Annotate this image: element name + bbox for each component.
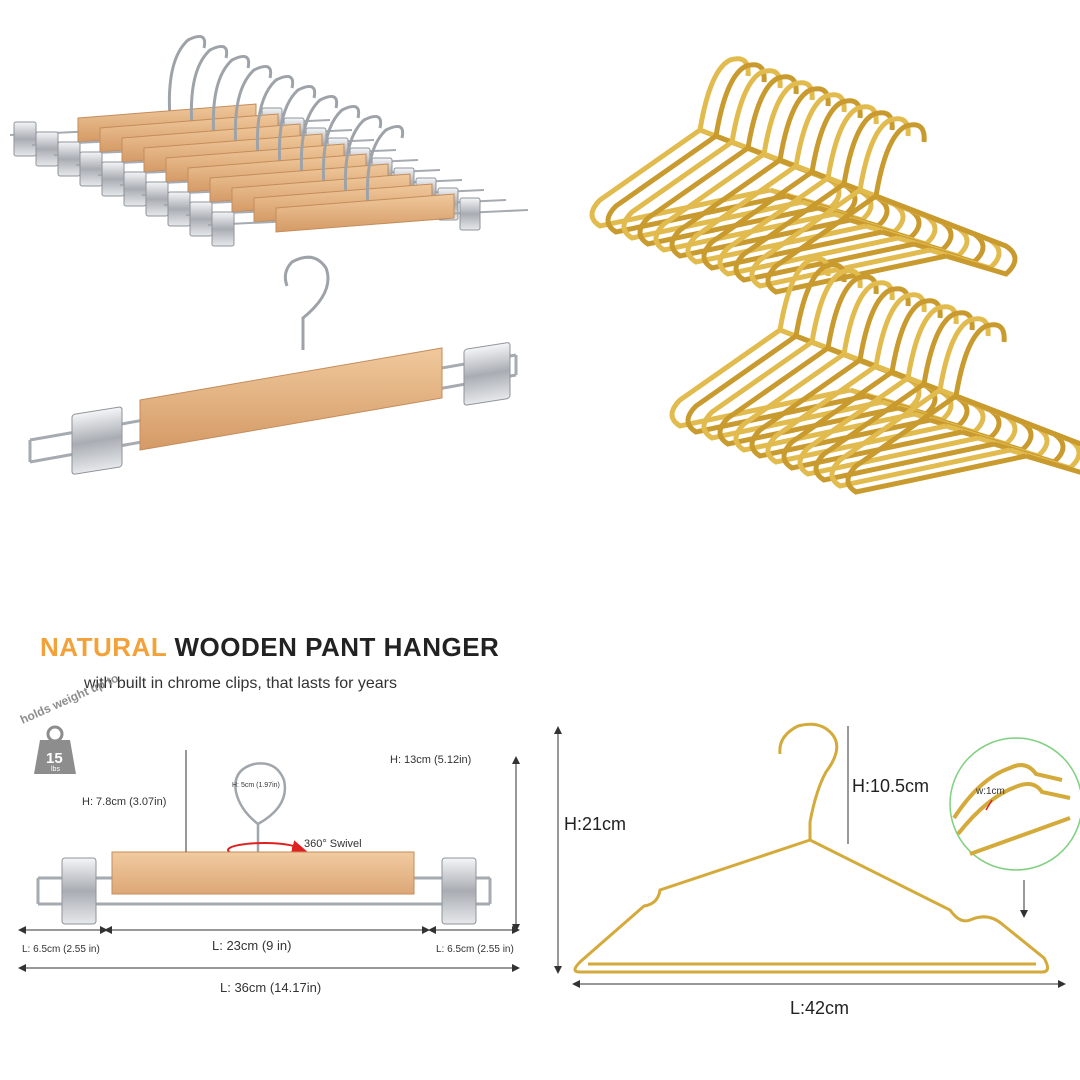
wooden-hangers-photo [0,0,540,540]
gold-hanger-outline [573,722,1049,974]
gold-total-height-label: H:21cm [564,814,627,834]
wooden-bar [111,851,415,895]
wooden-hanger-infographic [0,560,540,1080]
hook [234,762,287,852]
zoom-detail-circle [949,737,1080,871]
gold-hanger-diagram [554,722,1080,988]
wood-hook-height-label: H: 7.8cm (3.07in) [82,796,167,808]
promo-subheadline: with built in chrome clips, that lasts f… [84,675,398,692]
stacked-gold-hanger [845,322,1080,495]
headline-accent: NATURAL [40,632,167,662]
wooden-hanger-diagram [18,725,520,972]
wood-total-height-label: H: 13cm (5.12in) [390,754,472,766]
left-clip [61,857,97,925]
wood-right-clip-length: L: 6.5cm (2.55 in) [436,944,514,955]
stacked-wooden-hanger [207,124,529,247]
weight-icon [34,725,76,774]
wood-bar-length: L: 23cm (9 in) [212,938,292,953]
wood-left-clip-length: L: 6.5cm (2.55 in) [22,944,100,955]
headline-main: WOODEN PANT HANGER [174,632,500,662]
gold-hook-height-label: H:10.5cm [852,776,930,796]
promo-headline: NATURAL WOODEN PANT HANGER [40,632,499,663]
right-clip [441,857,477,925]
wooden-hangers-illustration [9,34,529,475]
zoom-detail-wire [952,763,1071,856]
gold-hangers-illustration [589,56,1080,495]
weight-badge-unit: lbs [51,766,60,773]
stacked-gold-hanger [765,122,1018,295]
wood-hook-inner-label: H: 5cm (1.97in) [232,782,280,789]
gold-wire-width-label: w:1cm [976,786,1005,797]
gold-total-length-label: L:42cm [790,998,850,1018]
wood-swivel-label: 360° Swivel [304,838,362,850]
gold-hanger-infographic [540,560,1080,1080]
gold-hangers-photo [540,0,1080,540]
weight-badge-value: 15 [46,750,63,767]
wood-total-length: L: 36cm (14.17in) [220,980,322,995]
single-wooden-hanger [28,255,518,475]
